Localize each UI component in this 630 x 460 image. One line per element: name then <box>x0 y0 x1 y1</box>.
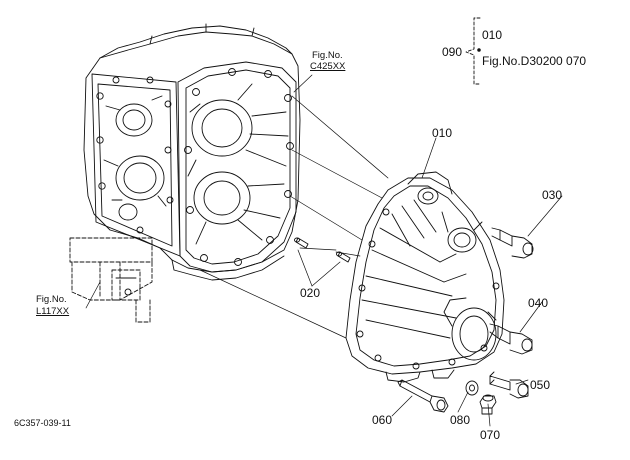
bolt-030 <box>491 227 534 259</box>
bracket-solid-detail <box>115 277 137 296</box>
ref-lower-code: L117XX <box>36 306 70 317</box>
callout-030: 030 <box>542 188 563 202</box>
callout-070: 070 <box>480 428 501 442</box>
callout-010: 010 <box>432 126 453 140</box>
ref-upper-caption: Fig.No. <box>312 50 343 61</box>
bolt-060 <box>397 379 449 413</box>
plug-070 <box>479 394 497 415</box>
callout-040: 040 <box>528 296 549 310</box>
callout-060: 060 <box>372 413 393 427</box>
bolt-040 <box>489 323 533 355</box>
legend-item-fig-ref: Fig.No.D30200 070 <box>482 54 587 68</box>
dowel-pins <box>294 237 351 263</box>
transmission-case <box>83 23 301 281</box>
washer-080 <box>465 380 479 396</box>
phantom-bracket <box>69 237 153 323</box>
ref-upper-code: C425XX <box>310 61 346 72</box>
assembly-lines <box>85 74 563 427</box>
front-cover <box>345 171 505 383</box>
callout-050: 050 <box>530 378 551 392</box>
legend-parent-090: 090 <box>442 45 463 59</box>
bolt-050 <box>489 371 529 399</box>
callout-080: 080 <box>450 413 471 427</box>
legend-bracket <box>465 17 481 85</box>
drawing-id: 6C357-039-11 <box>14 418 71 428</box>
legend-item-010: 010 <box>482 28 503 42</box>
callout-020: 020 <box>300 286 321 300</box>
ref-lower-caption: Fig.No. <box>36 294 67 305</box>
